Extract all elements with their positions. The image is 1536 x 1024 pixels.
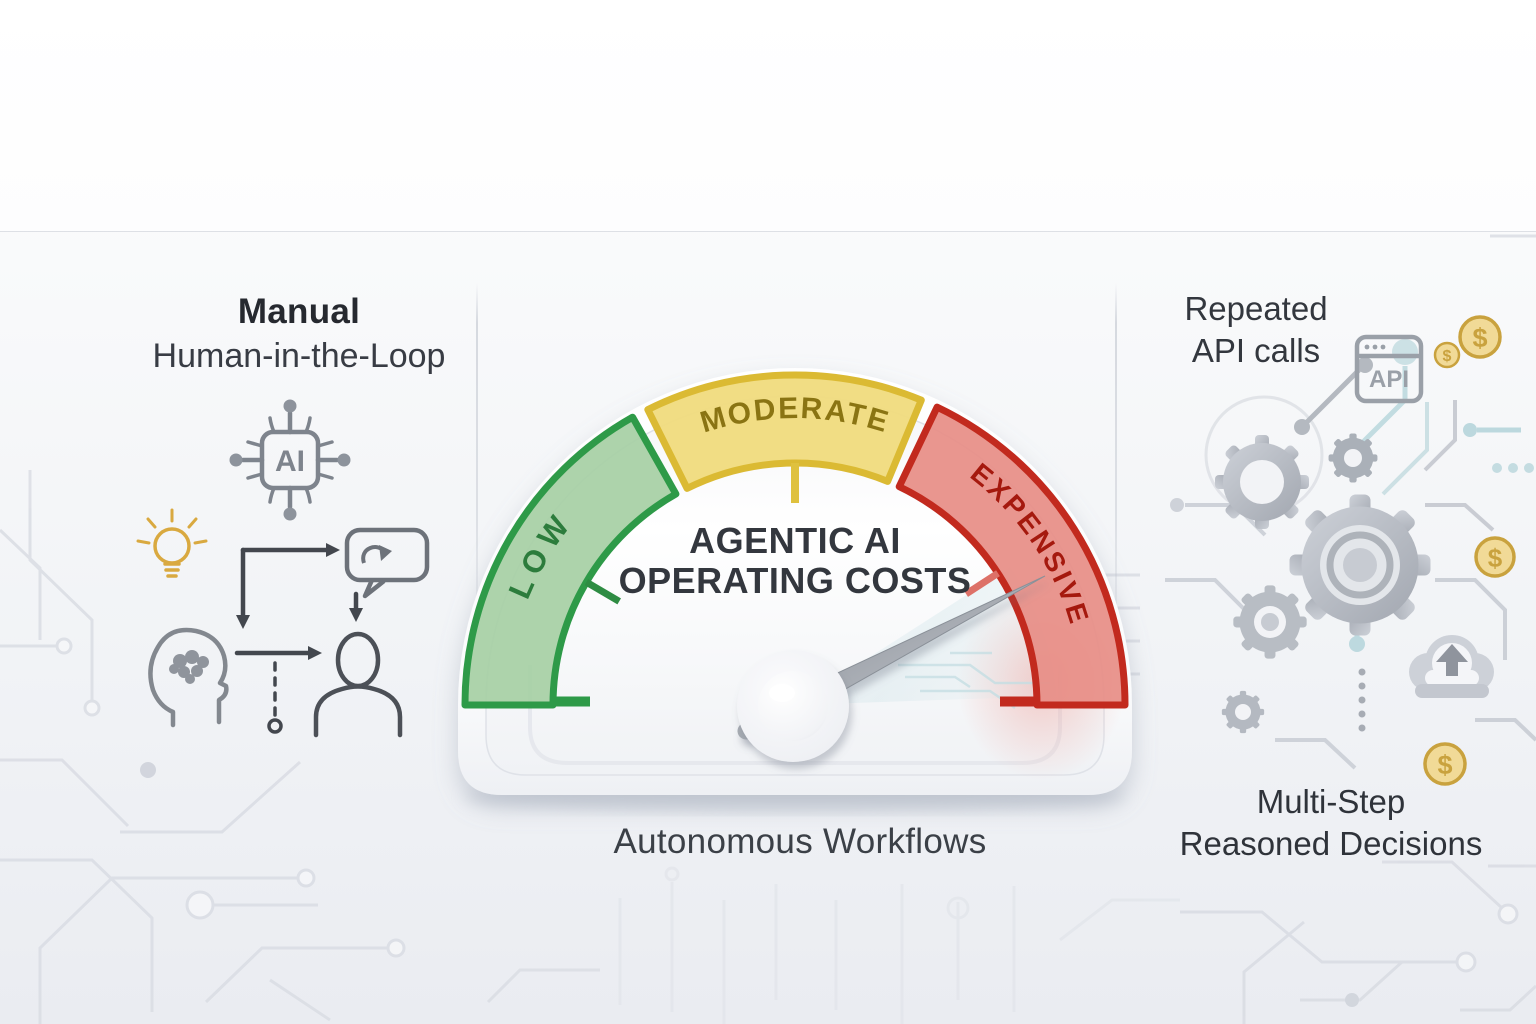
segment-moderate xyxy=(644,371,925,492)
gears-cluster xyxy=(1215,433,1431,734)
coin-symbol: $ xyxy=(1488,543,1503,573)
pivot-ball xyxy=(758,671,828,741)
right-bottom-line2: Reasoned Decisions xyxy=(1179,825,1483,863)
coin-symbol: $ xyxy=(1472,323,1487,353)
dollar-coin-middle: $ xyxy=(1474,536,1516,578)
dollar-coin-top-large: $ xyxy=(1458,315,1502,359)
brain-dots xyxy=(169,650,209,684)
ai-chip-icon: AI xyxy=(229,399,351,521)
pivot-highlight xyxy=(769,684,795,702)
tick-expensive xyxy=(964,570,1000,597)
left-panel-heading: Manual Human-in-the-Loop xyxy=(99,290,499,378)
coin-symbol: $ xyxy=(1443,348,1452,365)
gauge-caption: Autonomous Workflows xyxy=(613,822,987,861)
left-panel-divider xyxy=(476,283,478,683)
right-panel-divider xyxy=(1115,283,1117,683)
dollar-coin-top-small: $ xyxy=(1433,341,1461,369)
chat-refresh-bubble-icon xyxy=(344,527,430,599)
gauge: LOW MODERATE EXPENSIVE AGENTIC AI OPERAT… xyxy=(450,335,1150,813)
segment-low xyxy=(461,413,680,709)
right-top-heading: Repeated API calls xyxy=(1136,288,1376,372)
right-bottom-heading: Multi-Step Reasoned Decisions xyxy=(1135,781,1527,865)
gauge-title-line2: OPERATING COSTS xyxy=(619,560,972,601)
top-strip xyxy=(0,0,1536,231)
ai-chip-label: AI xyxy=(275,445,305,478)
right-circuit-traces xyxy=(1165,339,1536,770)
tick-low xyxy=(584,579,621,605)
top-hairline xyxy=(0,231,1536,232)
person-icon xyxy=(313,631,403,738)
gauge-title-line1: AGENTIC AI xyxy=(689,520,901,561)
head-brain-icon xyxy=(148,627,229,728)
lightbulb-icon xyxy=(136,508,208,578)
left-panel-title: Manual xyxy=(237,292,361,331)
right-bottom-line1: Multi-Step xyxy=(1256,783,1406,820)
flow-arrows xyxy=(234,543,363,734)
right-top-line2: API calls xyxy=(1191,332,1321,370)
api-window-label: API xyxy=(1369,366,1409,393)
coin-symbol: $ xyxy=(1437,750,1452,780)
left-panel-subtitle: Human-in-the-Loop xyxy=(152,336,446,375)
cloud-upload-icon xyxy=(1409,635,1494,698)
dotted-connector xyxy=(1358,668,1366,732)
gauge-svg: LOW MODERATE EXPENSIVE AGENTIC AI OPERAT… xyxy=(458,368,1132,813)
dollar-coin-bottom: $ xyxy=(1423,742,1467,786)
human-in-the-loop-diagram: AI xyxy=(136,399,430,738)
right-top-line1: Repeated xyxy=(1184,290,1328,327)
right-panel-illustration: API $ $ $ $ xyxy=(1165,315,1536,786)
segment-expensive xyxy=(895,403,1129,709)
api-window-icon: API xyxy=(1354,334,1424,404)
upload-arrow xyxy=(1436,644,1468,676)
